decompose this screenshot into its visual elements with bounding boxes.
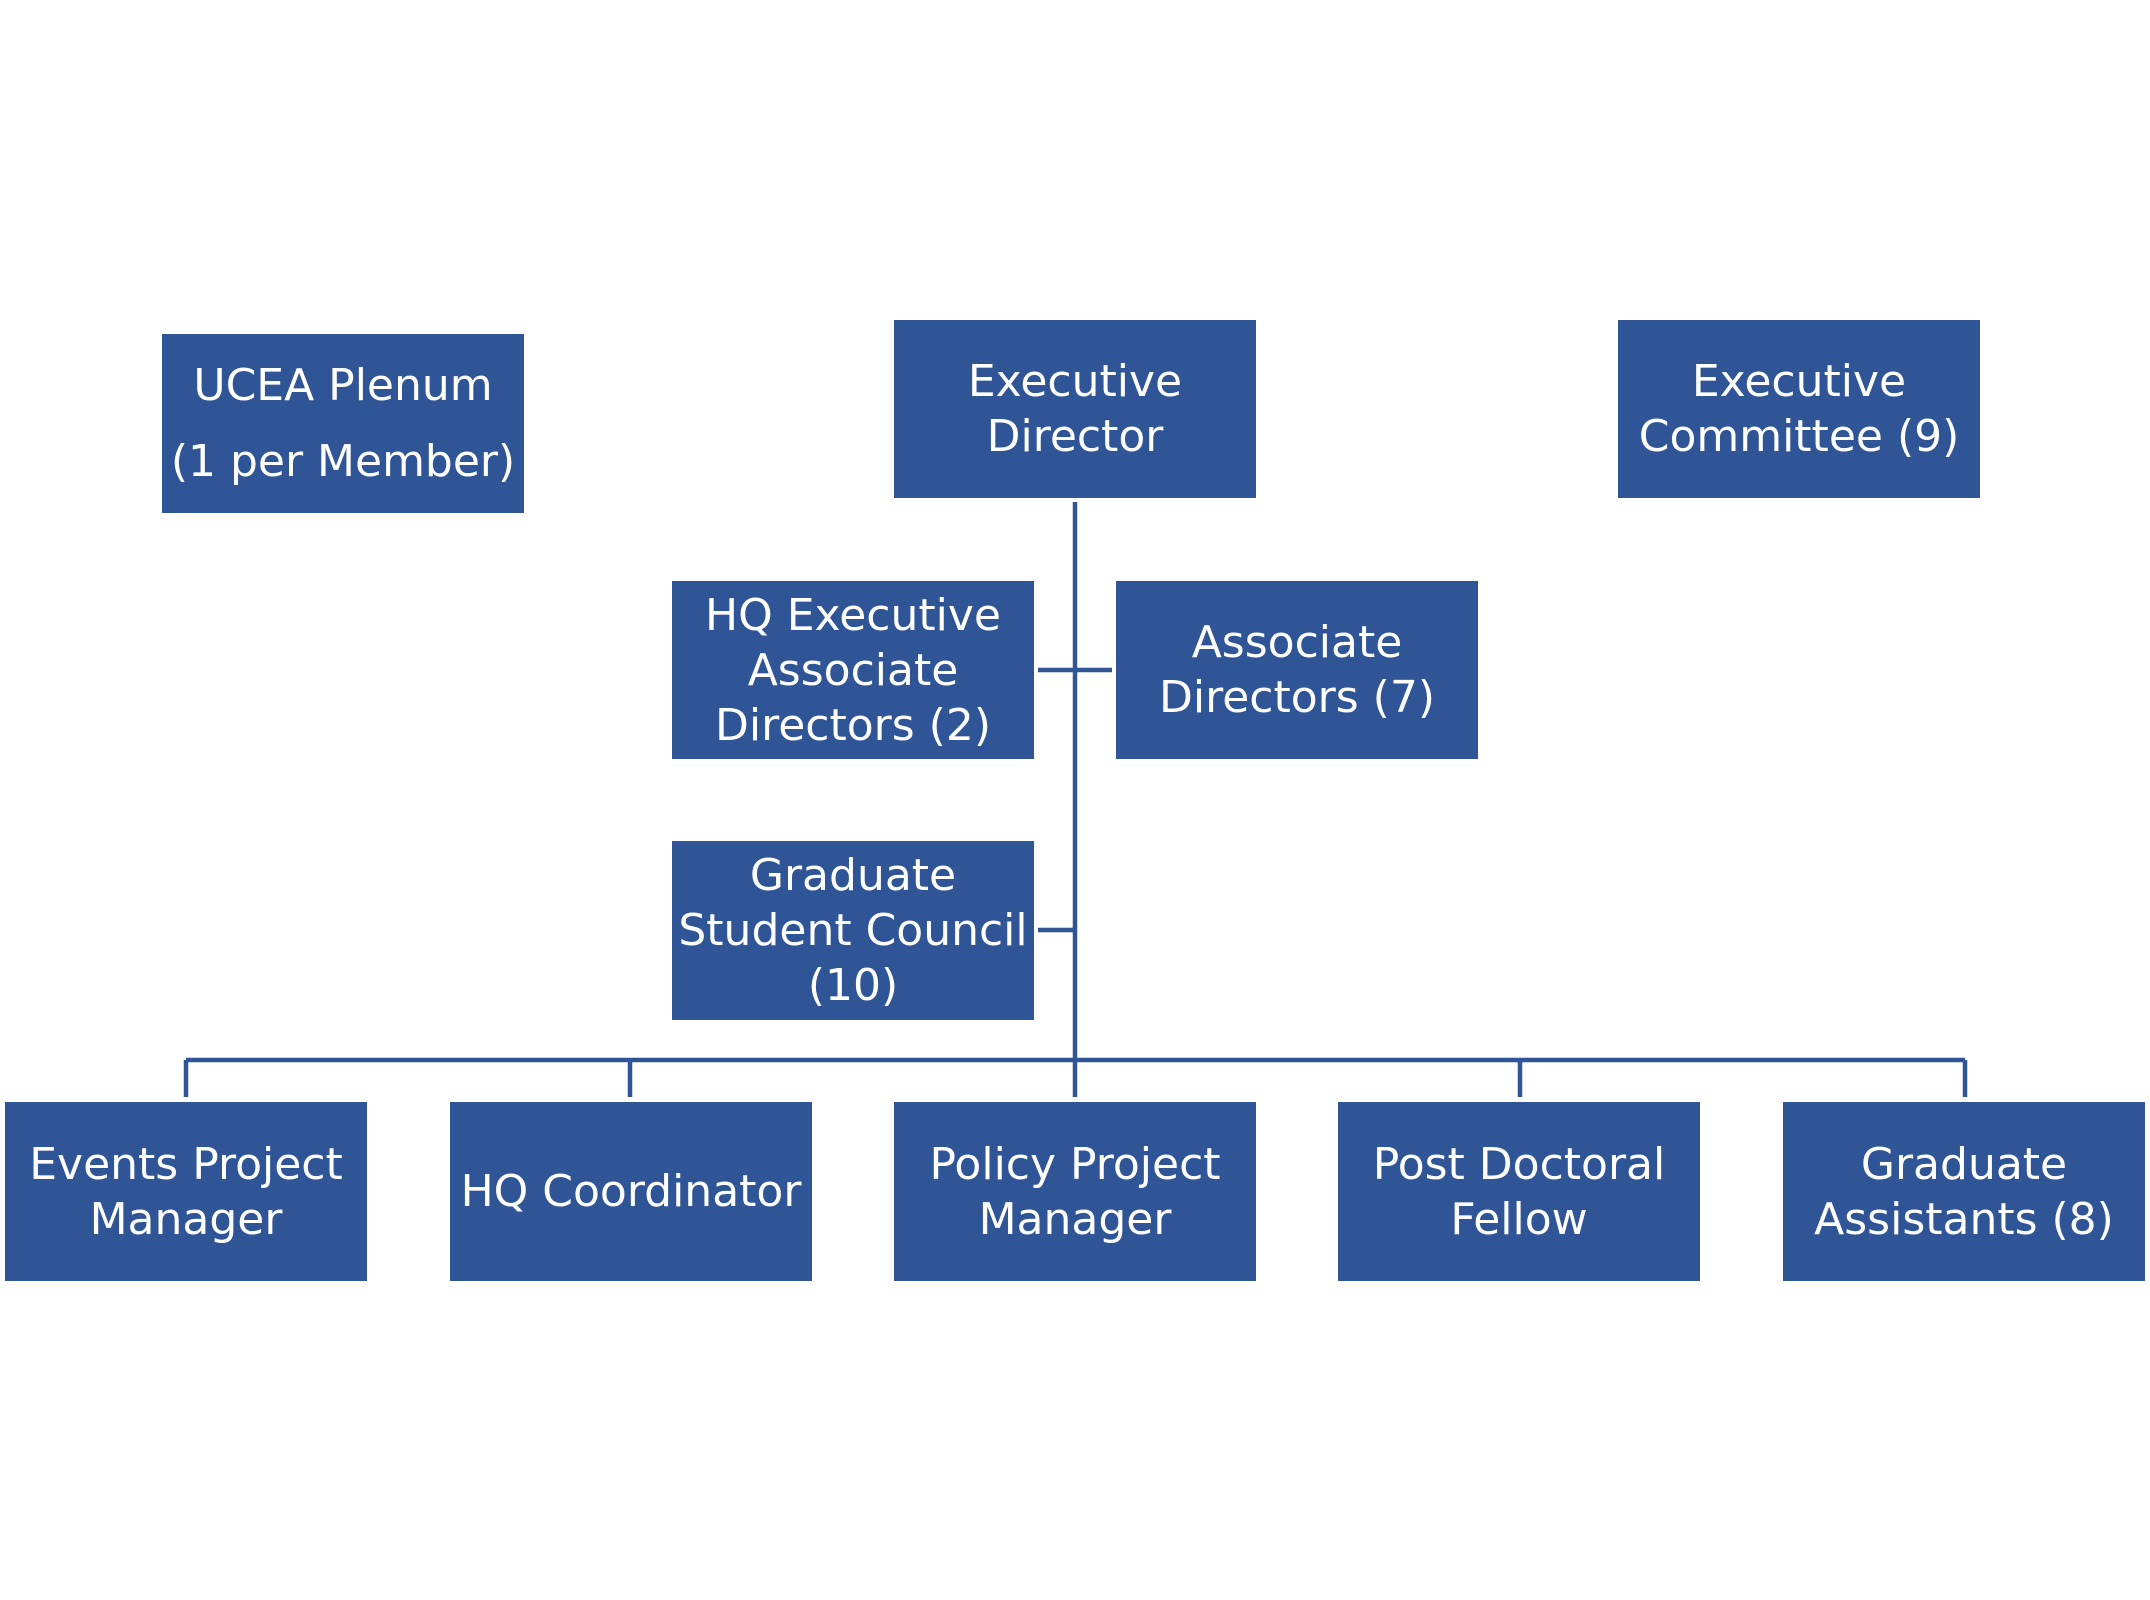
node-label-line: (10) bbox=[807, 960, 899, 1011]
node-label-line: HQ Coordinator bbox=[460, 1166, 802, 1217]
hq-coordinator-box: HQ Coordinator bbox=[450, 1102, 812, 1281]
node-label-line: Associate bbox=[747, 644, 959, 696]
node-label-line: (1 per Member) bbox=[170, 435, 516, 487]
node-label-line: HQ Executive bbox=[705, 589, 1001, 641]
node-label-line: Executive bbox=[967, 356, 1183, 407]
node-label-line: Graduate bbox=[1860, 1138, 2068, 1190]
node-label-line: Events Project bbox=[29, 1138, 343, 1190]
node-label-line: Manager bbox=[89, 1193, 283, 1245]
node-label-line: Graduate bbox=[749, 850, 957, 901]
node-label-line: Assistants (8) bbox=[1814, 1193, 2114, 1245]
node-label-line: Directors (2) bbox=[715, 699, 991, 751]
node-label-line: Student Council bbox=[678, 905, 1028, 956]
node-label-line: Manager bbox=[978, 1193, 1172, 1245]
node-label-line: Associate bbox=[1191, 617, 1403, 668]
ucea-plenum-box: UCEA Plenum (1 per Member) bbox=[162, 334, 524, 513]
node-label-line: Post Doctoral bbox=[1372, 1138, 1666, 1190]
node-label-line: UCEA Plenum bbox=[193, 359, 493, 411]
node-label-line: Directors (7) bbox=[1159, 672, 1435, 723]
node-label-line: Fellow bbox=[1450, 1193, 1588, 1245]
node-label-line: Policy Project bbox=[929, 1138, 1221, 1190]
node-label-line: Director bbox=[986, 411, 1164, 462]
node-label-line: Committee (9) bbox=[1638, 411, 1960, 462]
node-label-line: Executive bbox=[1691, 356, 1907, 407]
